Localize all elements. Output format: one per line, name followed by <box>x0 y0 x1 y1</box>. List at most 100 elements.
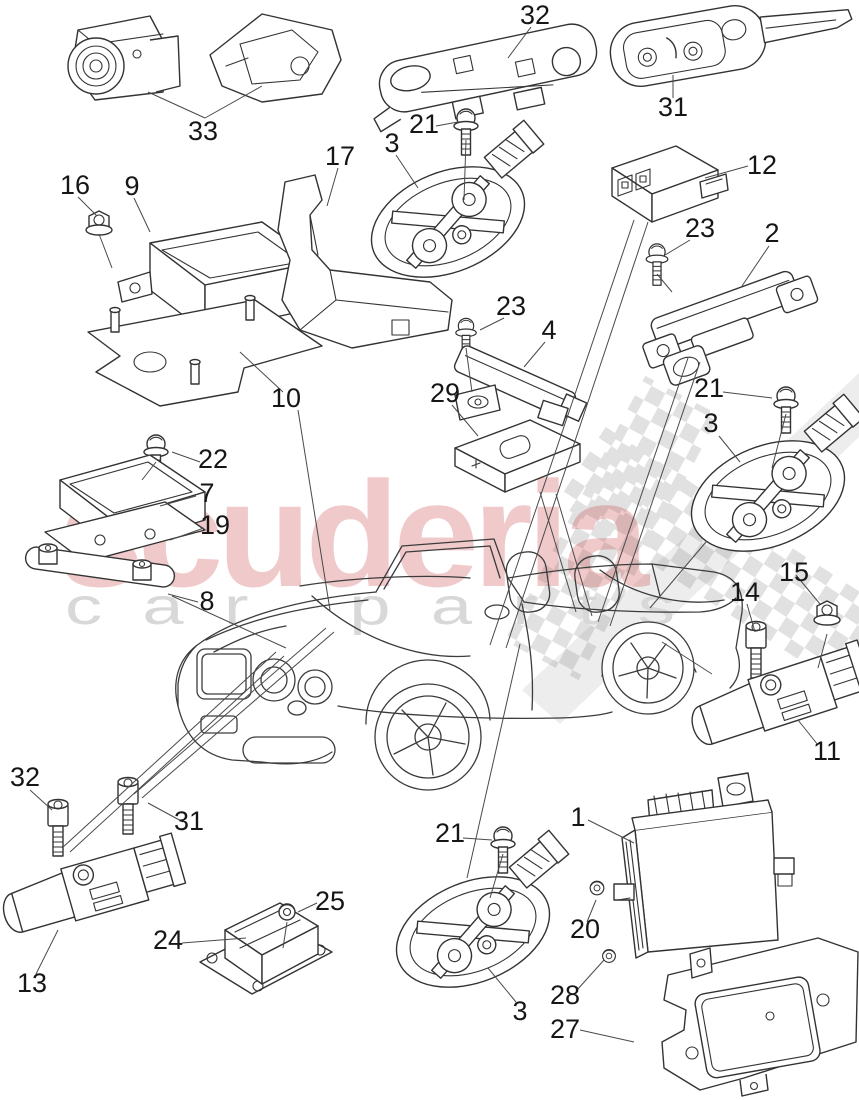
leader-line <box>576 959 605 991</box>
callout-9: 9 <box>124 171 139 201</box>
leader-line <box>771 413 787 469</box>
leader-line <box>555 493 593 617</box>
part-2-sensor-bracket <box>642 270 819 386</box>
leader-line <box>523 341 546 368</box>
part-31-remote-key <box>609 4 853 88</box>
leader-line <box>141 461 157 481</box>
part-12-control-module <box>611 145 729 223</box>
callout-21: 21 <box>435 818 465 848</box>
part-33-camera-sensor <box>67 15 181 101</box>
leader-line <box>656 273 673 293</box>
part-29-mounting-pad <box>454 419 581 493</box>
leader-line <box>466 643 521 879</box>
leader-line <box>133 197 151 233</box>
callout-25: 25 <box>315 886 345 916</box>
leader-line <box>463 139 467 201</box>
callout-23: 23 <box>685 213 715 243</box>
part-4-bracket <box>453 345 588 427</box>
part-16-nut <box>85 210 113 236</box>
leader-line <box>465 347 473 393</box>
callout-1: 1 <box>570 802 585 832</box>
part-14-bolt <box>745 620 767 679</box>
leader-line <box>171 451 201 463</box>
callout-4: 4 <box>541 315 556 345</box>
callout-20: 20 <box>570 914 600 944</box>
callout-23: 23 <box>496 291 526 321</box>
callout-27: 27 <box>550 1014 580 1044</box>
leader-line <box>167 593 199 603</box>
callout-32: 32 <box>520 0 550 30</box>
leader-line <box>507 26 532 59</box>
callout-15: 15 <box>779 557 809 587</box>
callout-22: 22 <box>198 444 228 474</box>
callout-12: 12 <box>747 150 777 180</box>
leader-line <box>586 899 597 923</box>
callout-16: 16 <box>60 170 90 200</box>
callout-21: 21 <box>694 373 724 403</box>
callout-33: 33 <box>188 116 218 146</box>
callout-31: 31 <box>658 92 688 122</box>
callout-3: 3 <box>512 996 527 1026</box>
leader-line <box>649 541 707 609</box>
callout-8: 8 <box>199 586 214 616</box>
part-11-crash-sensor <box>682 639 859 753</box>
leader-line <box>609 361 701 627</box>
part-13-crash-sensor <box>0 832 188 941</box>
part-27-mounting-bracket <box>661 937 859 1097</box>
leader-line <box>505 221 649 649</box>
leader-line <box>539 491 577 613</box>
leader-line <box>797 719 819 746</box>
callout-19: 19 <box>200 510 230 540</box>
leader-line <box>435 121 459 127</box>
leader-line <box>98 233 113 269</box>
car-illustration <box>175 538 743 791</box>
leader-line <box>61 651 277 849</box>
leader-line <box>326 167 339 207</box>
leader-line <box>487 967 517 1003</box>
leader-line <box>169 527 205 541</box>
leader-line <box>704 165 749 179</box>
leader-line <box>239 351 284 393</box>
callout-14: 14 <box>730 577 760 607</box>
leader-line <box>181 937 247 944</box>
leader-line <box>462 837 493 841</box>
part-32-roll-bar-bracket <box>373 23 598 133</box>
leader-line <box>147 802 184 823</box>
callout-31: 31 <box>174 806 204 836</box>
part-17-bracket <box>277 174 453 349</box>
leader-line <box>69 655 285 853</box>
leader-line <box>579 1029 635 1043</box>
part-20-grommet <box>589 880 605 896</box>
leader-line <box>35 929 59 975</box>
part-32-bolt <box>47 798 69 857</box>
leader-line <box>795 574 821 605</box>
callout-29: 29 <box>430 378 460 408</box>
part-1-control-unit <box>613 772 795 959</box>
part-24-control-module <box>199 902 333 995</box>
leader-line <box>141 631 335 799</box>
part-28-nut <box>602 949 616 963</box>
callout-13: 13 <box>17 968 47 998</box>
leader-line <box>171 595 287 649</box>
leader-line <box>479 317 505 331</box>
leader-line <box>282 921 288 949</box>
leader-line <box>297 409 331 611</box>
callout-28: 28 <box>550 980 580 1010</box>
leader-line <box>29 789 53 811</box>
leader-line <box>817 633 828 669</box>
callout-11: 11 <box>813 736 841 766</box>
leader-line <box>147 91 206 119</box>
leader-line <box>77 196 98 217</box>
leader-line <box>597 357 689 623</box>
part-8-mount-rail <box>24 543 176 588</box>
leader-line <box>204 85 263 119</box>
callout-24: 24 <box>153 925 183 955</box>
callout-3: 3 <box>384 128 399 158</box>
leader-line <box>451 404 479 437</box>
leader-lines <box>29 26 828 1043</box>
part-10-mounting-plate <box>87 294 323 407</box>
